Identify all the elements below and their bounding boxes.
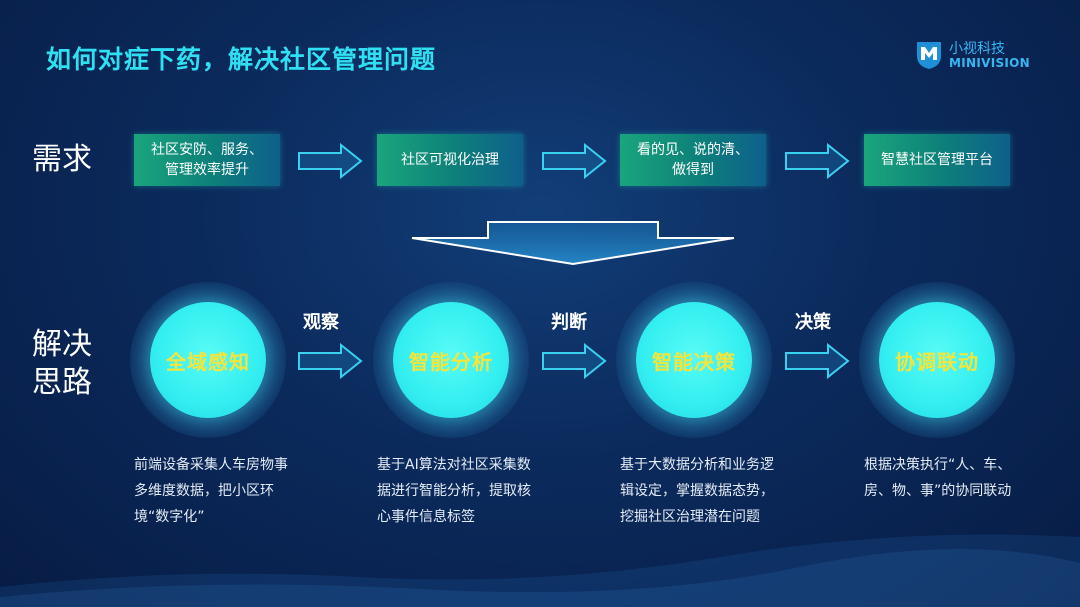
logo-shield-icon: [917, 42, 941, 69]
right-arrow-icon: [298, 143, 363, 179]
demand-box-4: 智慧社区管理平台: [864, 134, 1010, 186]
solution-label: 解决 思路: [32, 327, 92, 400]
logo-en-text: MINIVISION: [949, 56, 1031, 70]
demand-label: 需求: [32, 142, 92, 177]
demand-box-1: 社区安防、服务、 管理效率提升: [134, 134, 280, 186]
demand-box-3-text: 看的见、说的清、 做得到: [637, 142, 749, 178]
right-arrow-icon: [298, 343, 363, 379]
stage-4-desc: 根据决策执行“人、车、房、物、事”的协同联动: [864, 457, 1012, 499]
stage-circle-2: 智能分析: [393, 302, 509, 418]
arrow-label-decide: 决策: [795, 312, 831, 333]
demand-box-2-text: 社区可视化治理: [401, 152, 499, 168]
stage-2-desc: 基于AI算法对社区采集数据进行智能分析，提取核心事件信息标签: [377, 457, 531, 525]
right-arrow-icon: [785, 143, 850, 179]
arrow-label-observe: 观察: [303, 312, 339, 333]
stage-circle-1: 全域感知: [150, 302, 266, 418]
demand-box-1-text: 社区安防、服务、 管理效率提升: [151, 142, 263, 178]
stage-circle-3: 智能决策: [636, 302, 752, 418]
company-logo: 小视科技 MINIVISION: [915, 38, 1045, 74]
stage-3-name: 智能决策: [652, 349, 736, 374]
right-arrow-icon: [785, 343, 850, 379]
stage-1-desc: 前端设备采集人车房物事多维度数据，把小区环境“数字化”: [134, 457, 288, 525]
down-arrow-icon: [411, 221, 735, 266]
page-title: 如何对症下药，解决社区管理问题: [46, 45, 437, 74]
stage-1-name: 全域感知: [166, 349, 250, 374]
demand-box-2: 社区可视化治理: [377, 134, 523, 186]
stage-3-desc: 基于大数据分析和业务逻辑设定，掌握数据态势，挖掘社区治理潜在问题: [620, 457, 774, 525]
right-arrow-icon: [542, 143, 607, 179]
stage-2-name: 智能分析: [409, 349, 493, 374]
arrow-label-judge: 判断: [551, 312, 587, 333]
right-arrow-icon: [542, 343, 607, 379]
stage-circle-4: 协调联动: [879, 302, 995, 418]
bottom-wave-decoration: [0, 534, 1080, 607]
logo-cn-text: 小视科技: [949, 41, 1005, 57]
stage-4-name: 协调联动: [895, 349, 979, 374]
demand-box-3: 看的见、说的清、 做得到: [620, 134, 766, 186]
demand-box-4-text: 智慧社区管理平台: [881, 152, 993, 168]
